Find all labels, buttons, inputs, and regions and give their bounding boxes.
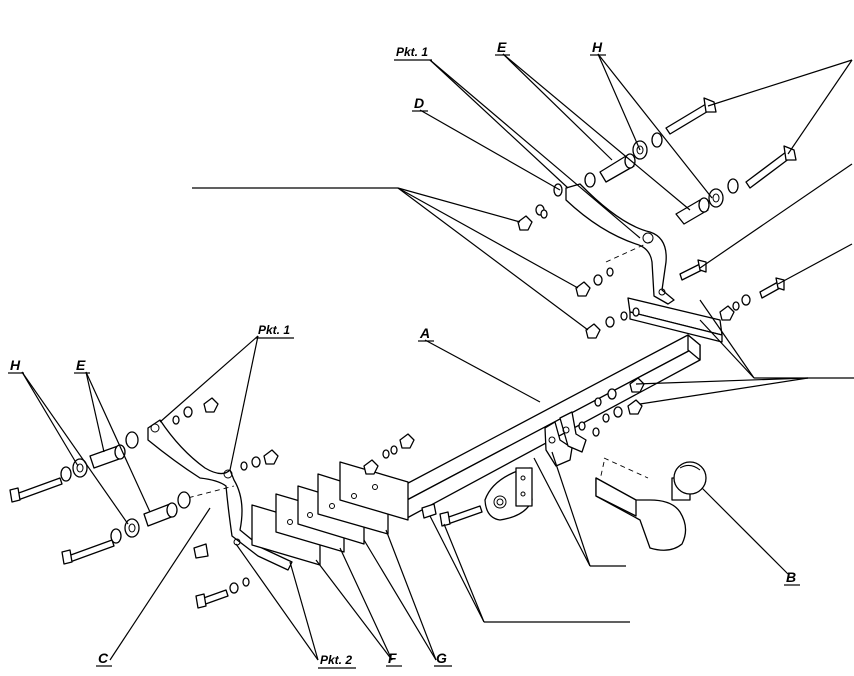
sleeve-left-2 — [143, 502, 178, 527]
label-a: A — [418, 325, 434, 342]
tow-ball-neck — [595, 461, 707, 551]
svg-text:A: A — [419, 325, 430, 341]
bolt-beam-end-2 — [439, 505, 483, 527]
svg-text:F: F — [388, 650, 397, 666]
bolt-right-2 — [719, 277, 785, 321]
label-b: B — [784, 569, 800, 586]
svg-text:C: C — [98, 650, 109, 666]
washer-nut-top-group — [517, 132, 739, 339]
label-pkt1-left: Pkt. 1 — [256, 323, 294, 339]
label-d: D — [412, 95, 428, 112]
svg-text:B: B — [786, 569, 796, 585]
sleeve-left-1 — [89, 444, 126, 469]
svg-text:E: E — [497, 39, 507, 55]
label-h-left: H — [8, 357, 24, 374]
sleeve-top-1 — [599, 153, 636, 183]
label-pkt1-top: Pkt. 1 — [394, 45, 432, 61]
svg-text:Pkt. 1: Pkt. 1 — [258, 323, 290, 337]
washer-nut-left-group — [60, 397, 415, 609]
svg-text:Pkt. 1: Pkt. 1 — [396, 45, 428, 59]
alignment-line — [599, 461, 605, 481]
bolt-top-2 — [745, 145, 797, 189]
bolt-beam-end-1 — [421, 503, 437, 519]
label-h-top: H — [590, 39, 606, 56]
leader-lines — [21, 53, 854, 661]
spacer-plates — [251, 461, 409, 566]
svg-text:H: H — [10, 357, 21, 373]
label-f: F — [386, 650, 402, 667]
nuts-flange-group — [578, 377, 645, 437]
label-pkt2: Pkt. 2 — [318, 653, 356, 669]
svg-text:Pkt. 2: Pkt. 2 — [320, 653, 352, 667]
label-g: G — [434, 650, 452, 667]
svg-text:E: E — [76, 357, 86, 373]
alignment-line — [605, 241, 651, 263]
svg-text:G: G — [436, 650, 447, 666]
bolt-top-1 — [665, 97, 717, 135]
right-mounting-plate — [627, 297, 723, 343]
sleeve-top-2 — [675, 197, 710, 225]
bolt-right-1 — [679, 259, 707, 281]
bolt-left-2 — [61, 539, 115, 565]
alignment-line — [603, 457, 649, 479]
label-e-left: E — [74, 357, 90, 374]
ball-mount-flange — [544, 411, 587, 467]
bolt-left-1 — [9, 477, 63, 503]
socket-plate — [484, 467, 533, 521]
svg-text:D: D — [414, 95, 424, 111]
label-c: C — [96, 650, 112, 667]
label-e-top: E — [495, 39, 510, 56]
svg-text:H: H — [592, 39, 603, 55]
